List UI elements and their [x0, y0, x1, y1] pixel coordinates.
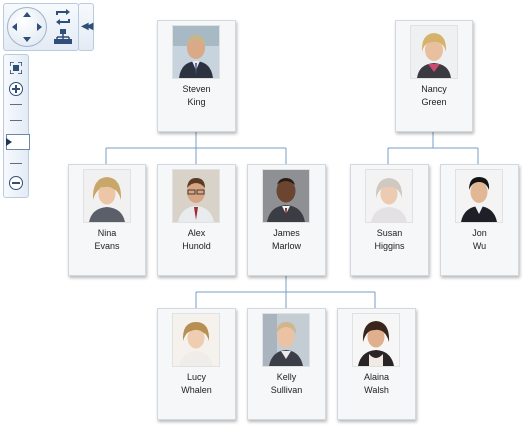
org-card-james-marlow[interactable]: James Marlow	[247, 164, 326, 276]
zoom-out-icon[interactable]	[9, 176, 23, 190]
org-card-steven-king[interactable]: Steven King	[157, 20, 236, 132]
avatar	[172, 25, 220, 79]
zoom-tick	[10, 163, 22, 164]
employee-name: James Marlow	[248, 227, 325, 252]
employee-name: Alex Hunold	[158, 227, 235, 252]
last-name: Whalen	[181, 384, 212, 395]
first-name: Kelly	[276, 372, 297, 382]
zoom-tick	[10, 120, 22, 121]
avatar	[172, 169, 220, 223]
last-name: Wu	[472, 240, 487, 251]
zoom-slider-panel	[3, 54, 30, 198]
arrow-right-icon[interactable]	[37, 23, 42, 31]
pan-control[interactable]	[7, 7, 47, 47]
first-name: Jon	[472, 228, 487, 238]
last-name: Sullivan	[270, 384, 303, 395]
last-name: Evans	[94, 240, 120, 251]
org-card-jon-wu[interactable]: Jon Wu	[440, 164, 519, 276]
hierarchy-layout-icon[interactable]	[54, 29, 72, 45]
employee-name: Alaina Walsh	[338, 371, 415, 396]
first-name: Nancy	[421, 84, 447, 94]
employee-name: Steven King	[158, 83, 235, 108]
org-card-kelly-sullivan[interactable]: Kelly Sullivan	[247, 308, 326, 420]
employee-name: Lucy Whalen	[158, 371, 235, 396]
employee-name: Kelly Sullivan	[248, 371, 325, 396]
employee-name: Nina Evans	[69, 227, 145, 252]
last-name: Walsh	[364, 384, 389, 395]
org-card-nina-evans[interactable]: Nina Evans	[68, 164, 146, 276]
arrow-up-icon[interactable]	[23, 12, 31, 17]
collapse-panel-icon[interactable]: ◀◀	[81, 21, 94, 32]
avatar	[365, 169, 413, 223]
first-name: Steven	[182, 84, 211, 94]
last-name: Green	[421, 96, 447, 107]
avatar	[262, 169, 310, 223]
arrow-down-icon[interactable]	[23, 37, 31, 42]
avatar	[455, 169, 503, 223]
avatar	[83, 169, 131, 223]
last-name: Higgins	[374, 240, 405, 251]
last-name: Marlow	[271, 240, 301, 251]
first-name: Alaina	[363, 372, 390, 382]
avatar	[172, 313, 220, 367]
swap-orientation-icon[interactable]	[54, 9, 72, 25]
org-card-lucy-whalen[interactable]: Lucy Whalen	[157, 308, 236, 420]
collapse-strip: ◀◀	[78, 3, 94, 51]
arrow-left-icon[interactable]	[12, 23, 17, 31]
zoom-tick	[10, 104, 22, 105]
pan-tools-box	[3, 3, 79, 51]
avatar	[410, 25, 458, 79]
employee-name: Nancy Green	[396, 83, 472, 108]
org-card-susan-higgins[interactable]: Susan Higgins	[350, 164, 429, 276]
employee-name: Susan Higgins	[351, 227, 428, 252]
org-card-nancy-green[interactable]: Nancy Green	[395, 20, 473, 132]
employee-name: Jon Wu	[441, 227, 518, 252]
first-name: James	[273, 228, 300, 238]
first-name: Lucy	[186, 372, 206, 382]
avatar	[352, 313, 400, 367]
avatar	[262, 313, 310, 367]
last-name: Hunold	[182, 240, 211, 251]
zoom-in-icon[interactable]	[9, 82, 23, 96]
last-name: King	[187, 96, 206, 107]
org-card-alex-hunold[interactable]: Alex Hunold	[157, 164, 236, 276]
first-name: Alex	[187, 228, 206, 238]
zoom-slider-thumb[interactable]	[6, 134, 30, 150]
first-name: Nina	[97, 228, 117, 238]
org-card-alaina-walsh[interactable]: Alaina Walsh	[337, 308, 416, 420]
first-name: Susan	[376, 228, 403, 238]
